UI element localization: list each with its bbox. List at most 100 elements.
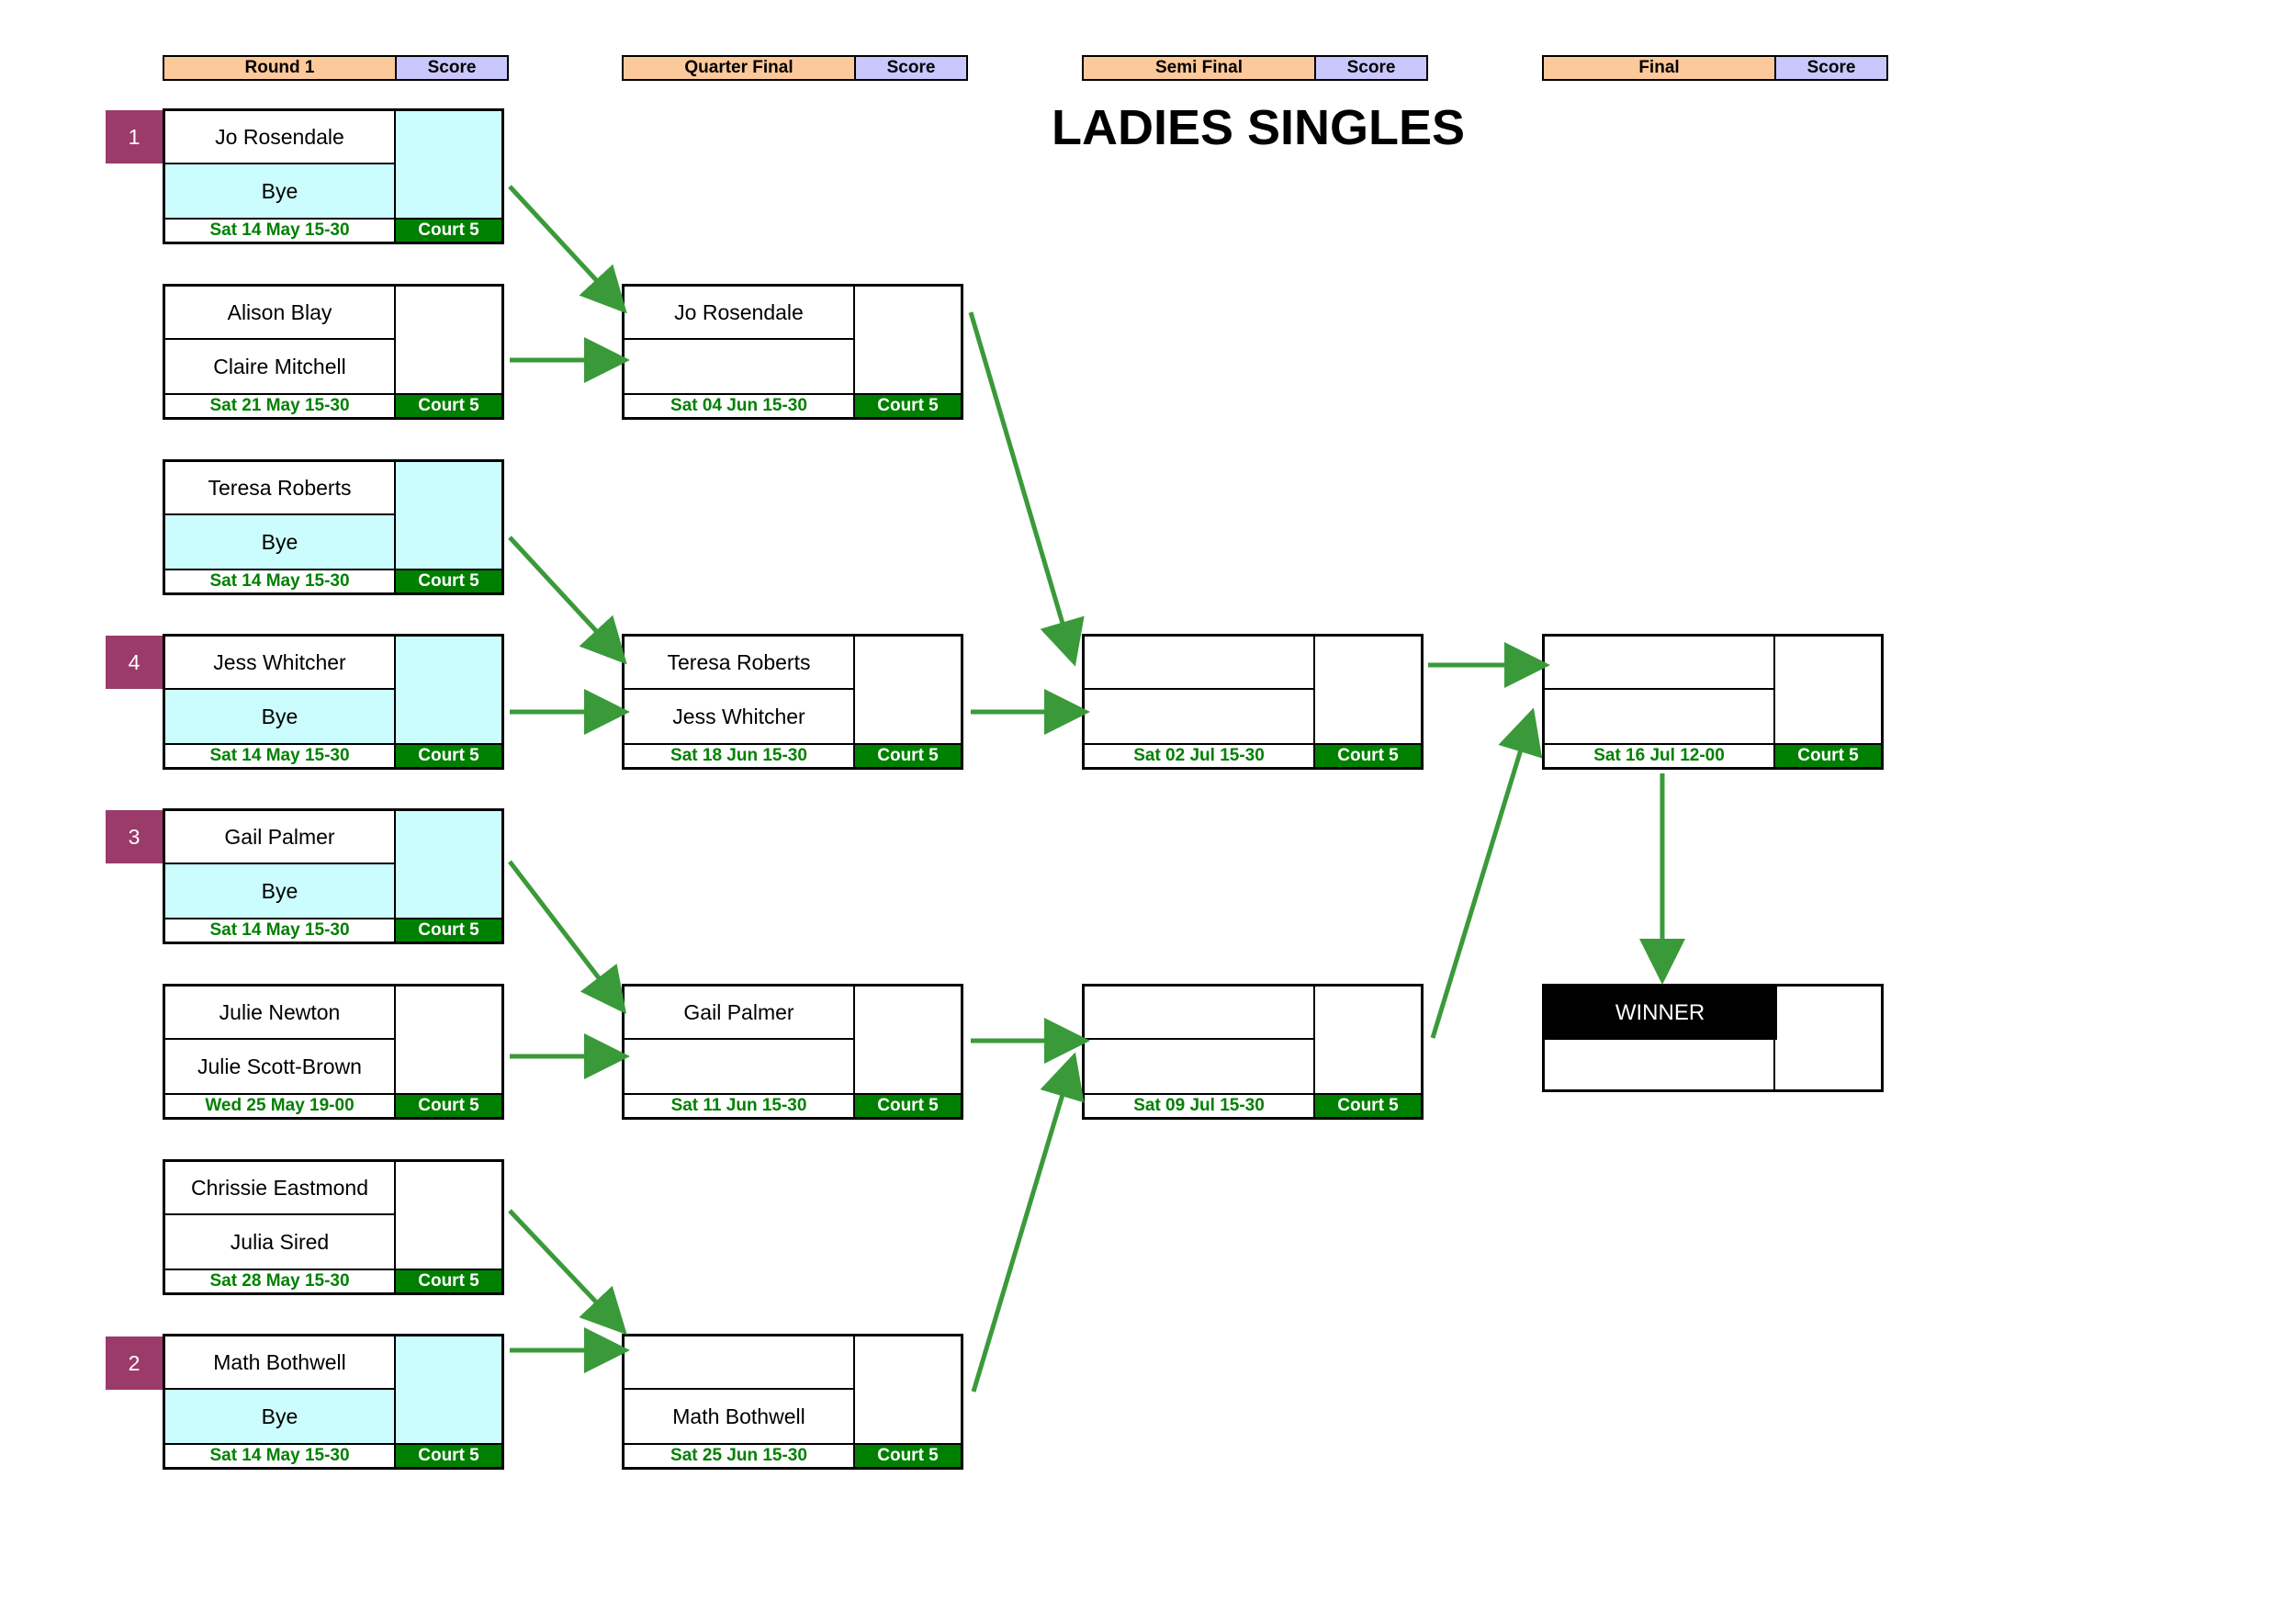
player-1: Teresa Roberts — [625, 637, 855, 690]
round1-match-7: Chrissie Eastmond Julia Sired Sat 28 May… — [163, 1159, 504, 1295]
arrow — [508, 536, 627, 665]
match-date: Sat 02 Jul 15-30 — [1085, 743, 1315, 767]
seed-badge: 2 — [106, 1336, 163, 1390]
match-court: Court 5 — [1775, 743, 1881, 767]
header-round-1: Round 1 — [163, 55, 397, 81]
match-court: Court 5 — [855, 1093, 961, 1117]
player-1 — [1085, 637, 1315, 690]
match-court: Court 5 — [855, 393, 961, 417]
page-title: LADIES SINGLES — [1051, 100, 1466, 155]
match-date: Sat 14 May 15-30 — [165, 1443, 396, 1467]
player-2: Bye — [165, 1390, 396, 1443]
arrow — [1430, 707, 1543, 1039]
arrow — [968, 311, 1085, 667]
player-1: Math Bothwell — [165, 1336, 396, 1390]
match-date: Sat 25 Jun 15-30 — [625, 1443, 855, 1467]
winner-name — [1545, 1040, 1775, 1089]
player-1: Teresa Roberts — [165, 462, 396, 515]
match-date: Sat 18 Jun 15-30 — [625, 743, 855, 767]
match-court: Court 5 — [855, 1443, 961, 1467]
match-court: Court 5 — [1315, 1093, 1421, 1117]
player-2 — [1085, 690, 1315, 743]
seed-badge: 1 — [106, 110, 163, 164]
player-2: Bye — [165, 515, 396, 569]
round1-match-5: Gail Palmer Bye Sat 14 May 15-30 Court 5 — [163, 808, 504, 944]
match-date: Wed 25 May 19-00 — [165, 1093, 396, 1117]
match-court: Court 5 — [855, 743, 961, 767]
quarter-final-match-4: Math Bothwell Sat 25 Jun 15-30 Court 5 — [622, 1334, 963, 1470]
player-2: Math Bothwell — [625, 1390, 855, 1443]
match-date: Sat 28 May 15-30 — [165, 1269, 396, 1292]
player-1: Gail Palmer — [165, 811, 396, 864]
score-cell[interactable] — [396, 462, 501, 569]
match-date: Sat 04 Jun 15-30 — [625, 393, 855, 417]
match-court: Court 5 — [396, 1269, 501, 1292]
round1-match-6: Julie Newton Julie Scott-Brown Wed 25 Ma… — [163, 984, 504, 1120]
divider — [1775, 987, 1777, 1040]
winner-label: WINNER — [1545, 987, 1775, 1040]
header-quarter-final: Quarter Final — [622, 55, 856, 81]
seed-badge: 4 — [106, 636, 163, 689]
player-2: Claire Mitchell — [165, 340, 396, 393]
player-2: Bye — [165, 864, 396, 918]
header-semi-final-score: Score — [1314, 55, 1428, 81]
match-date: Sat 14 May 15-30 — [165, 918, 396, 942]
round1-match-1: Jo Rosendale Bye Sat 14 May 15-30 Court … — [163, 108, 504, 244]
arrow — [508, 1209, 627, 1336]
player-1: Jo Rosendale — [165, 111, 396, 164]
round1-match-3: Teresa Roberts Bye Sat 14 May 15-30 Cour… — [163, 459, 504, 595]
round1-match-8: Math Bothwell Bye Sat 14 May 15-30 Court… — [163, 1334, 504, 1470]
match-date: Sat 21 May 15-30 — [165, 393, 396, 417]
player-1: Chrissie Eastmond — [165, 1162, 396, 1215]
winner-box: WINNER — [1542, 984, 1884, 1092]
match-court: Court 5 — [396, 569, 501, 592]
player-2 — [625, 1040, 855, 1093]
match-date: Sat 14 May 15-30 — [165, 569, 396, 592]
player-1: Jo Rosendale — [625, 287, 855, 340]
header-round-1-score: Score — [395, 55, 509, 81]
match-date: Sat 14 May 15-30 — [165, 743, 396, 767]
quarter-final-match-2: Teresa Roberts Jess Whitcher Sat 18 Jun … — [622, 634, 963, 770]
match-date: Sat 16 Jul 12-00 — [1545, 743, 1775, 767]
player-1 — [1085, 987, 1315, 1040]
header-final-score: Score — [1774, 55, 1888, 81]
player-1 — [1545, 637, 1775, 690]
round1-match-2: Alison Blay Claire Mitchell Sat 21 May 1… — [163, 284, 504, 420]
match-court: Court 5 — [396, 393, 501, 417]
player-1 — [625, 1336, 855, 1390]
player-1: Jess Whitcher — [165, 637, 396, 690]
match-court: Court 5 — [396, 1443, 501, 1467]
player-2 — [1545, 690, 1775, 743]
header-semi-final: Semi Final — [1082, 55, 1316, 81]
match-date: Sat 11 Jun 15-30 — [625, 1093, 855, 1117]
player-2: Jess Whitcher — [625, 690, 855, 743]
player-1: Alison Blay — [165, 287, 396, 340]
match-court: Court 5 — [396, 743, 501, 767]
player-2: Bye — [165, 164, 396, 218]
player-2: Julia Sired — [165, 1215, 396, 1269]
quarter-final-match-3: Gail Palmer Sat 11 Jun 15-30 Court 5 — [622, 984, 963, 1120]
header-quarter-final-score: Score — [854, 55, 968, 81]
score-cell[interactable] — [396, 111, 501, 218]
header-final: Final — [1542, 55, 1776, 81]
player-2 — [1085, 1040, 1315, 1093]
player-2 — [625, 340, 855, 393]
arrow — [971, 1052, 1085, 1393]
match-date: Sat 09 Jul 15-30 — [1085, 1093, 1315, 1117]
score-cell[interactable] — [396, 637, 501, 743]
match-court: Court 5 — [1315, 743, 1421, 767]
match-court: Court 5 — [396, 218, 501, 242]
round1-match-4: Jess Whitcher Bye Sat 14 May 15-30 Court… — [163, 634, 504, 770]
score-cell[interactable] — [396, 811, 501, 918]
player-2: Bye — [165, 690, 396, 743]
player-2: Julie Scott-Brown — [165, 1040, 396, 1093]
score-cell[interactable] — [396, 1336, 501, 1443]
player-1: Julie Newton — [165, 987, 396, 1040]
match-court: Court 5 — [396, 918, 501, 942]
match-date: Sat 14 May 15-30 — [165, 218, 396, 242]
match-court: Court 5 — [396, 1093, 501, 1117]
arrow — [508, 185, 627, 314]
final-match: Sat 16 Jul 12-00 Court 5 — [1542, 634, 1884, 770]
